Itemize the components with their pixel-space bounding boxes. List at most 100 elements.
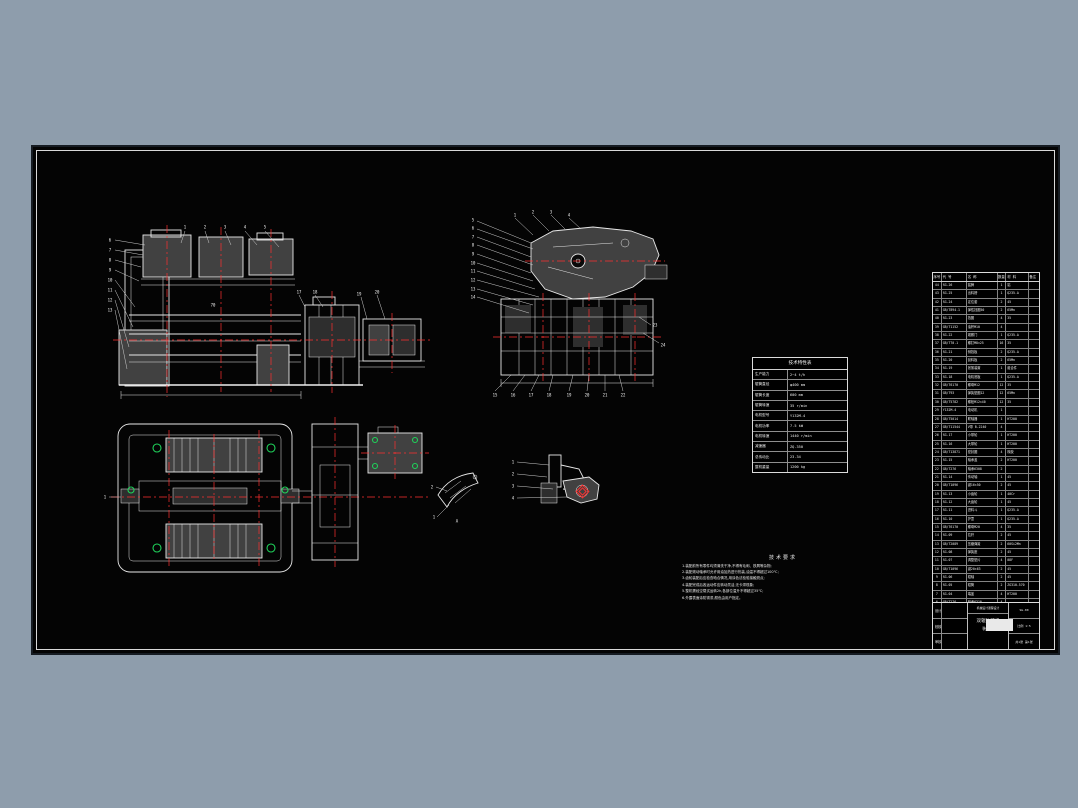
bom-cell-mat bbox=[1006, 323, 1030, 332]
scale-label: 比例 bbox=[1017, 624, 1024, 628]
bom-cell-code: GB/T11544 bbox=[942, 423, 967, 432]
bom-cell-name: 传动轴 bbox=[967, 473, 998, 482]
characteristics-row: 电机转速 1440 r/min bbox=[753, 431, 847, 443]
bom-cell-seq: 31 bbox=[933, 390, 942, 398]
bom-cell-code: SG-21 bbox=[942, 348, 967, 357]
bom-cell-note bbox=[1029, 566, 1039, 573]
bom-row: 28 GB/T5014 联轴器 1 HT200 bbox=[933, 415, 1039, 424]
bom-cell-mat: Q235-A bbox=[1006, 332, 1030, 340]
bom-cell-seq: 16 bbox=[933, 515, 942, 523]
drawing-sheet: 1 2 3 4 5 6 7 8 9 10 11 12 bbox=[33, 147, 1058, 653]
bom-cell-mat: 橡胶 bbox=[1006, 448, 1030, 457]
bom-cell-name: 联轴器 bbox=[967, 415, 998, 423]
bom-cell-qty: 4 bbox=[998, 599, 1007, 602]
bom-cell-code: SG-17 bbox=[942, 432, 967, 440]
characteristic-value: 1200 kg bbox=[790, 465, 806, 470]
drawing-code: SG-00 bbox=[1009, 603, 1039, 619]
bom-cell-mat: 45 bbox=[1006, 532, 1030, 540]
bom-cell-mat: HT200 bbox=[1006, 415, 1030, 423]
bom-cell-mat bbox=[1006, 465, 1030, 473]
bom-cell-note bbox=[1029, 532, 1039, 539]
bom-cell-mat: ZG310-570 bbox=[1006, 582, 1030, 590]
bom-cell-note bbox=[1029, 582, 1039, 589]
bom-table: 序号 代 号 名 称 数量 材 料 备注 44 SG-26 铭牌 1 铝 bbox=[932, 272, 1040, 650]
bom-row: 15 GB/T6170 螺母M20 4 35 bbox=[933, 523, 1039, 533]
bom-cell-qty: 1 bbox=[998, 498, 1007, 507]
bom-cell-seq: 42 bbox=[933, 298, 942, 307]
bom-cell-note bbox=[1029, 449, 1039, 456]
characteristic-value: ZQ-350 bbox=[790, 444, 803, 449]
bom-cell-seq: 18 bbox=[933, 498, 942, 507]
bom-header-qty: 数量 bbox=[998, 273, 1007, 281]
view-cross-section bbox=[476, 214, 668, 392]
bom-row: 27 GB/T11544 V带 B-2240 4 bbox=[933, 423, 1039, 433]
bom-cell-mat: Q235-A bbox=[1006, 515, 1030, 523]
title-block-signatures: 设计 校核 审核 bbox=[933, 603, 968, 649]
bom-cell-mat: 65Mn bbox=[1006, 357, 1030, 365]
bom-cell-name: 电机底板 bbox=[967, 373, 998, 382]
bom-cell-qty: 4 bbox=[998, 557, 1007, 565]
characteristic-value: 7.5 kW bbox=[790, 424, 803, 429]
bom-row: 22 GB/T276 轴承6308 2 bbox=[933, 465, 1039, 474]
characteristics-row: 电机功率 7.5 kW bbox=[753, 421, 847, 432]
bom-cell-seq: 12 bbox=[933, 549, 942, 557]
bom-cell-name: 侧挡板 bbox=[967, 348, 998, 357]
bom-cell-note bbox=[1029, 407, 1039, 414]
bom-cell-mat: HT200 bbox=[1006, 432, 1030, 440]
bom-cell-seq: 8 bbox=[933, 582, 942, 590]
bom-cell-mat: 40Cr bbox=[1006, 490, 1030, 498]
bom-cell-seq: 32 bbox=[933, 382, 942, 390]
bom-header-note: 备注 bbox=[1029, 275, 1037, 279]
bom-cell-name: 小齿轮 bbox=[967, 490, 998, 498]
bom-cell-code: SG-04 bbox=[942, 590, 967, 599]
sign-label-approve: 审核 bbox=[935, 640, 942, 645]
bom-cell-seq: 41 bbox=[933, 307, 942, 315]
bom-row: 20 GB/T1096 键16×50 2 45 bbox=[933, 482, 1039, 491]
title-block-org: 机械设计课程设计 bbox=[968, 603, 1008, 614]
bom-cell-seq: 22 bbox=[933, 465, 942, 473]
bom-cell-seq: 29 bbox=[933, 407, 942, 415]
bom-cell-qty: 16 bbox=[998, 340, 1007, 348]
bom-cell-qty: 1 bbox=[998, 432, 1007, 440]
bom-cell-seq: 35 bbox=[933, 357, 942, 365]
bom-row: 30 GB/T5782 螺栓M12×40 12 35 bbox=[933, 398, 1039, 408]
bom-cell-seq: 37 bbox=[933, 340, 942, 348]
bom-row: 17 SG-11 进料斗 1 Q235-A bbox=[933, 507, 1039, 516]
characteristic-name: 辊筒直径 bbox=[753, 380, 788, 390]
bom-cell-name: 弹性挡圈50 bbox=[967, 307, 998, 315]
bom-cell-note bbox=[1029, 282, 1039, 289]
bom-cell-mat: 45 bbox=[1006, 498, 1030, 507]
bom-cell-seq: 10 bbox=[933, 565, 942, 574]
characteristic-value: 600 mm bbox=[790, 393, 803, 398]
bom-cell-seq: 43 bbox=[933, 290, 942, 298]
bom-cell-seq: 38 bbox=[933, 332, 942, 340]
bom-row: 34 SG-19 张紧装置 1 组合件 bbox=[933, 365, 1039, 374]
bom-cell-mat: Q235-A bbox=[1006, 290, 1030, 298]
bom-cell-name: 拉杆 bbox=[967, 532, 998, 540]
bom-cell-qty: 4 bbox=[998, 590, 1007, 599]
bom-cell-code: GB/T2089 bbox=[942, 540, 967, 548]
technical-requirements-title: 技术要求 bbox=[768, 555, 797, 561]
bom-cell-note bbox=[1029, 466, 1039, 473]
bom-row: 41 GB/T894.1 弹性挡圈50 2 65Mn bbox=[933, 307, 1039, 316]
bom-rows: 44 SG-26 铭牌 1 铝 43 SG-25 出料槽 1 Q235-A bbox=[933, 282, 1039, 602]
bom-cell-code: GB/T13871 bbox=[942, 448, 967, 457]
detail-view-b bbox=[516, 454, 600, 504]
bom-cell-qty: 1 bbox=[998, 415, 1007, 423]
bom-cell-note bbox=[1029, 507, 1039, 514]
bom-cell-code: SG-07 bbox=[942, 557, 967, 565]
bom-cell-qty: 2 bbox=[998, 465, 1007, 473]
bom-cell-mat: Q235-A bbox=[1006, 348, 1030, 357]
bom-cell-qty: 1 bbox=[998, 507, 1007, 515]
sign-blank bbox=[941, 634, 967, 649]
bom-cell-qty: 1 bbox=[998, 473, 1007, 482]
bom-cell-name: 护罩 bbox=[967, 515, 998, 523]
bom-row: 19 SG-13 小齿轮 1 40Cr bbox=[933, 490, 1039, 499]
bom-cell-note bbox=[1029, 307, 1039, 314]
technical-requirement-line: 1.装配前所有零件均须清洗干净,不得有毛刺、铁屑等杂物; bbox=[682, 563, 772, 568]
bom-cell-qty: 1 bbox=[998, 290, 1007, 298]
bom-cell-code: GB/T276 bbox=[942, 599, 967, 602]
bom-cell-note bbox=[1029, 315, 1039, 322]
bom-cell-qty: 1 bbox=[998, 407, 1007, 415]
bom-cell-qty: 2 bbox=[998, 457, 1007, 465]
